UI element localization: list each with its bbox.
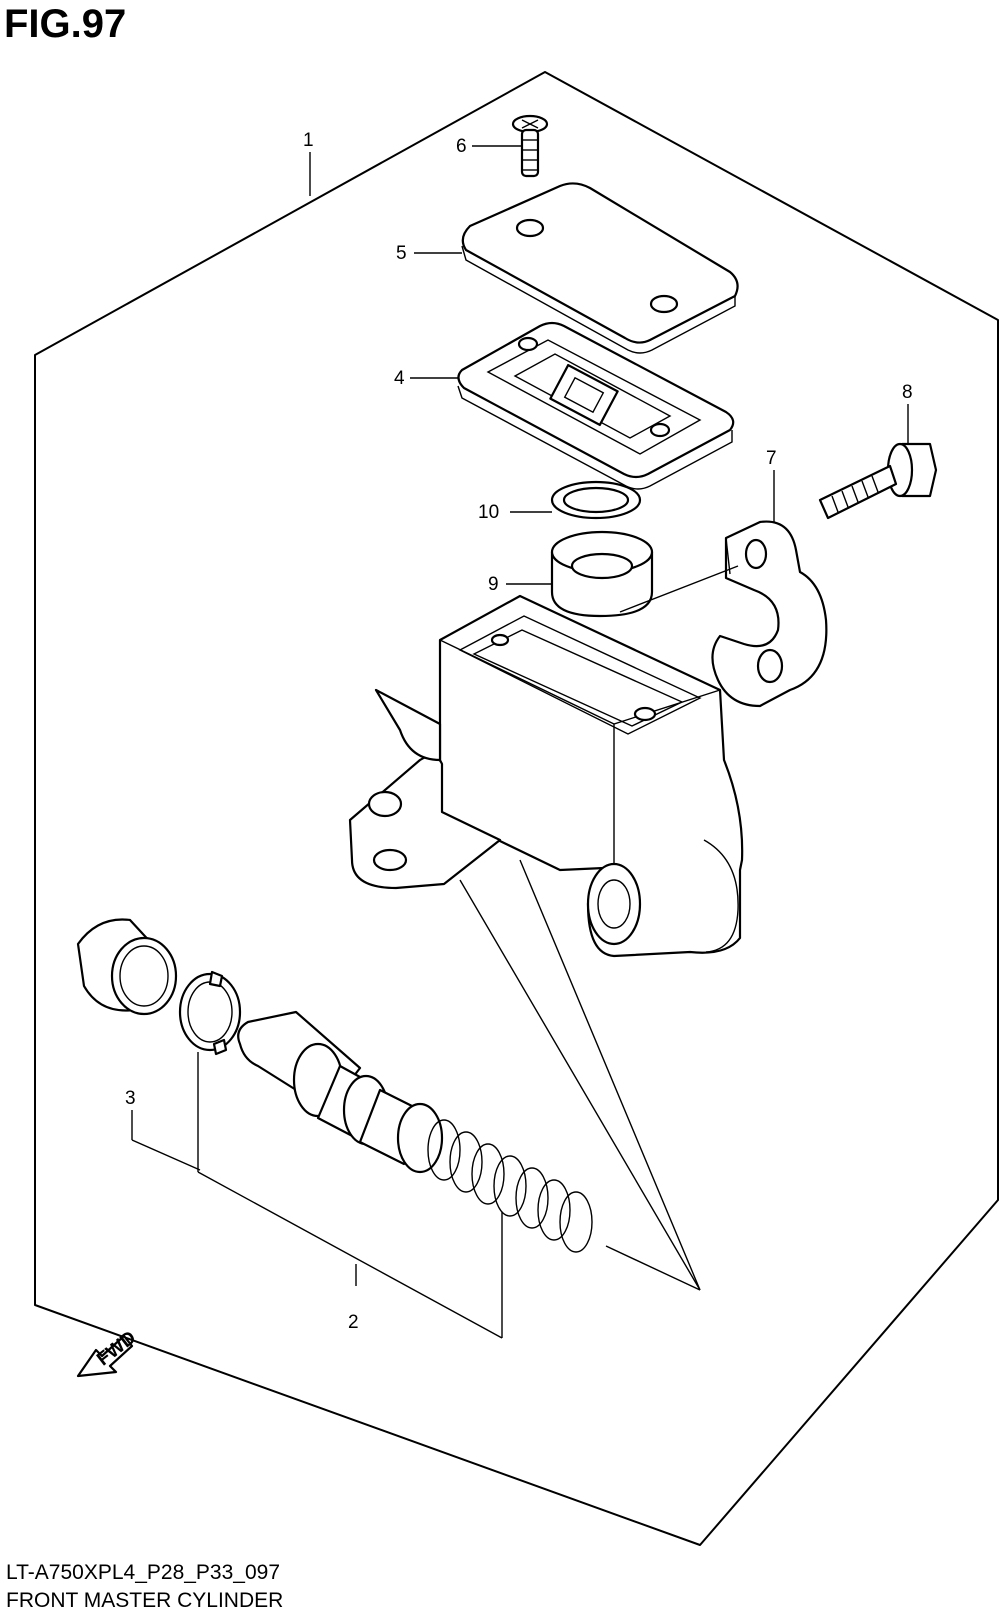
callout-8: 8 [902, 382, 913, 403]
callout-6: 6 [456, 136, 467, 157]
callout-7: 7 [766, 448, 777, 469]
callout-9: 9 [488, 574, 499, 595]
callouts: 1 2 3 4 5 6 7 8 9 10 [125, 130, 913, 1333]
part-circlip[interactable] [178, 970, 242, 1056]
callout-5: 5 [396, 243, 407, 264]
callout-10: 10 [478, 502, 499, 523]
assembly-guide-lines [459, 565, 739, 1291]
part-6-screw[interactable] [511, 114, 549, 178]
assembly-boundary [34, 71, 999, 1546]
part-4-diaphragm-plate[interactable] [457, 321, 735, 490]
callout-4: 4 [394, 368, 405, 389]
part-3-dust-boot[interactable] [76, 918, 178, 1016]
figure-title: FIG.97 [4, 2, 127, 46]
part-2-piston-set[interactable] [237, 1010, 593, 1253]
part-5-reservoir-cap[interactable] [461, 182, 739, 354]
part-9-seal[interactable] [550, 530, 654, 618]
callout-3: 3 [125, 1088, 136, 1109]
diagram-name: FRONT MASTER CYLINDER [6, 1589, 284, 1612]
callout-2: 2 [348, 1312, 359, 1333]
part-8-bolt[interactable] [818, 442, 938, 520]
part-10-washer[interactable] [550, 480, 642, 520]
leader-lines [131, 145, 909, 1339]
master-cylinder-body[interactable] [348, 594, 744, 958]
diagram-code: LT-A750XPL4_P28_P33_097 [6, 1561, 281, 1584]
part-7-clamp-bracket[interactable] [711, 520, 828, 708]
fwd-arrow: FWD [76, 1327, 140, 1378]
callout-1: 1 [303, 130, 314, 151]
